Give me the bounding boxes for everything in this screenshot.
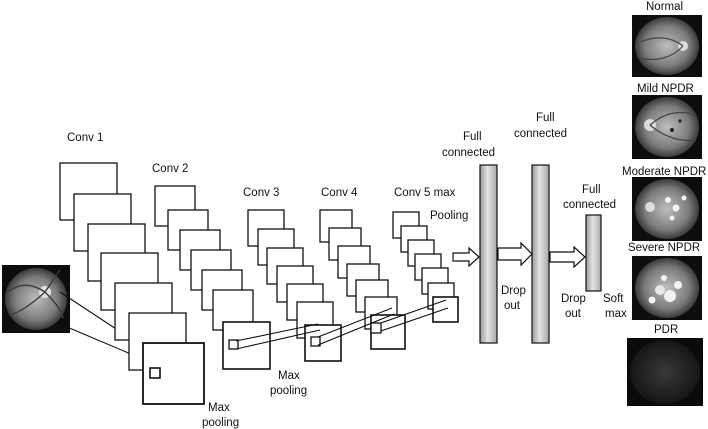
fc-layer-2-bar [531,164,550,344]
output-class-images [627,15,703,406]
fc3-label-line1: Full [582,184,601,196]
fc-layer-3-bar [585,214,602,292]
class-label-pdr: PDR [654,324,678,336]
conv2-feature-maps [154,185,271,370]
fc-layer-1-bar [479,164,498,344]
conv3-label: Conv 3 [243,187,279,199]
inter-layer-connectors [235,299,449,350]
input-fundus-image [2,265,70,333]
dropout1-label-line2: out [504,300,521,312]
maxpool2-label-line2: pooling [270,385,307,397]
softmax-label-line1: Soft [603,293,624,305]
conv2-label: Conv 2 [152,163,188,175]
severe-npdr-fundus-image [632,256,702,320]
arrow-conv5-to-fc1 [452,246,480,268]
conv1-feature-maps [59,162,205,405]
conv4-label: Conv 4 [321,187,358,199]
moderate-npdr-fundus-image [632,177,702,241]
class-label-mild-npdr: Mild NPDR [637,83,694,95]
conv1-label: Conv 1 [67,132,103,144]
fc1-label-line2: connected [442,147,495,159]
diagram-labels: Conv 1 Conv 2 Conv 3 Conv 4 Conv 5 max P… [67,1,706,429]
pdr-fundus-image [627,338,703,406]
dropout1-label-line1: Drop [501,285,526,297]
mild-npdr-fundus-image [632,95,702,159]
conv5-pooling-label: Pooling [430,210,468,222]
maxpool1-label-line1: Max [208,402,230,414]
dropout2-label-line1: Drop [561,293,586,305]
softmax-label-line2: max [605,308,627,320]
class-label-moderate-npdr: Moderate NPDR [622,166,706,178]
conv5-label: Conv 5 max [394,187,456,199]
conv5-feature-maps [392,211,459,323]
class-label-normal: Normal [646,1,683,13]
fc2-label-line2: connected [514,128,567,140]
fc2-label-line1: Full [536,112,555,124]
maxpool2-label-line1: Max [278,370,300,382]
normal-fundus-image [632,15,702,77]
dropout2-label-line2: out [565,308,582,320]
arrow-fc1-to-fc2 [497,241,533,267]
flow-arrows [452,241,586,269]
fc3-label-line2: connected [563,199,616,211]
fc1-label-line1: Full [463,131,482,143]
maxpool1-label-line2: pooling [202,417,239,429]
conv3-feature-maps [247,209,342,362]
arrow-fc2-to-fc3 [549,245,586,269]
class-label-severe-npdr: Severe NPDR [628,242,700,254]
